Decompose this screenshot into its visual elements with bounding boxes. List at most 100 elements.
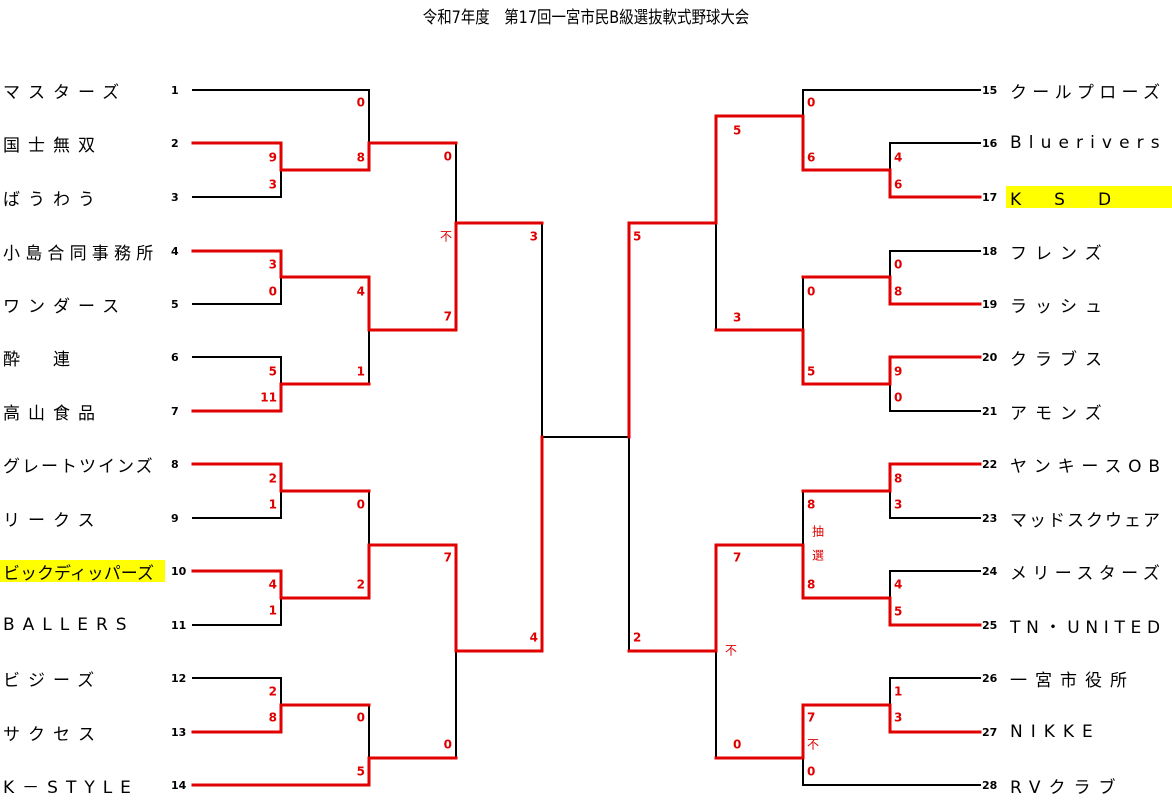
team-name: フレンズ (1010, 243, 1110, 264)
seed-number: 7 (171, 404, 179, 418)
score-label: 0 (357, 711, 365, 725)
team-row: 20 クラブス (980, 346, 1172, 370)
seed-number: 16 (982, 136, 998, 150)
score-label: 1 (269, 604, 277, 618)
seed-number: 11 (171, 618, 187, 632)
score-label: 0 (733, 738, 741, 752)
score-label: 1 (357, 365, 365, 379)
score-label: 2 (269, 472, 277, 486)
score-label: 5 (807, 365, 815, 379)
team-row: K－STYLE 14 (0, 774, 193, 798)
seed-number: 14 (171, 778, 187, 792)
score-label: 0 (894, 391, 902, 405)
score-label: 5 (633, 230, 641, 244)
seed-number: 21 (982, 404, 998, 418)
team-name: アモンズ (1010, 403, 1110, 424)
seed-number: 22 (982, 457, 998, 471)
score-label: 9 (894, 365, 902, 379)
team-name: RVクラブ (1010, 777, 1124, 798)
score-label: 4 (269, 578, 277, 592)
score-label: 5 (269, 365, 277, 379)
team-name: ビックディッパーズ (0, 560, 165, 584)
team-name: K－STYLE (3, 777, 139, 798)
team-row: マスターズ 1 (0, 79, 193, 103)
seed-number: 20 (982, 350, 998, 364)
team-name: マスターズ (3, 82, 128, 103)
seed-number: 26 (982, 671, 998, 685)
seed-number: 1 (171, 83, 179, 97)
score-label: 0 (444, 738, 452, 752)
score-label: 0 (807, 96, 815, 110)
lottery-mark: 抽 (812, 525, 824, 539)
team-row: 高山食品 7 (0, 400, 193, 424)
team-name: ビジーズ (3, 670, 103, 691)
team-name: クラブス (1010, 349, 1110, 370)
seed-number: 2 (171, 136, 179, 150)
seed-number: 4 (171, 244, 179, 258)
score-label: 0 (807, 285, 815, 299)
score-label: 7 (444, 551, 452, 565)
score-label: 8 (894, 472, 902, 486)
team-name: 酔 連 (3, 349, 78, 370)
score-label: 2 (633, 631, 641, 645)
score-label: 0 (894, 258, 902, 272)
bracket-lines (191, 89, 982, 787)
team-row: 小島合同事務所 4 (0, 240, 193, 264)
score-label: 9 (269, 151, 277, 165)
score-label: 0 (357, 498, 365, 512)
seed-number: 10 (171, 564, 187, 578)
score-label: 3 (894, 498, 902, 512)
seed-number: 18 (982, 244, 998, 258)
seed-number: 27 (982, 725, 998, 739)
score-label: 0 (807, 765, 815, 779)
team-row: 19 ラッシュ (980, 293, 1172, 317)
team-row: サクセス 13 (0, 721, 193, 745)
seed-number: 9 (171, 511, 179, 525)
score-label: 5 (894, 605, 902, 619)
seed-number: 17 (982, 190, 998, 204)
score-label: 11 (260, 391, 277, 405)
team-name: ばうわう (3, 189, 103, 210)
team-name: ワンダース (3, 296, 128, 317)
team-name: TN・UNITED (1010, 617, 1166, 638)
seed-number: 23 (982, 511, 998, 525)
score-label: 8 (269, 711, 277, 725)
team-name: クールプローズ (1010, 82, 1166, 103)
team-row: ビックディッパーズ 10 (0, 560, 193, 584)
score-label: 8 (894, 285, 902, 299)
team-name: 高山食品 (3, 403, 103, 424)
team-name: ヤンキースOB (1010, 456, 1167, 477)
seed-number: 15 (982, 83, 998, 97)
team-row: 18 フレンズ (980, 240, 1172, 264)
team-row: 25 TN・UNITED (980, 614, 1172, 638)
seed-number: 25 (982, 618, 998, 632)
score-label: 4 (357, 285, 365, 299)
forfeit-mark: 不 (807, 738, 819, 752)
team-name: ラッシュ (1010, 296, 1110, 317)
team-name: 一宮市役所 (1010, 670, 1135, 691)
seed-number: 13 (171, 725, 187, 739)
team-name: 小島合同事務所 (3, 243, 159, 264)
score-label: 6 (807, 151, 815, 165)
score-label: 4 (894, 151, 902, 165)
score-label: 8 (807, 578, 815, 592)
score-label: 3 (269, 258, 277, 272)
team-row: 15 クールプローズ (980, 79, 1172, 103)
team-name: マッドスクウェア (1010, 510, 1162, 531)
score-label: 3 (894, 711, 902, 725)
team-row: 26 一宮市役所 (980, 667, 1172, 691)
seed-number: 8 (171, 457, 179, 471)
score-label: 2 (357, 578, 365, 592)
score-label: 3 (269, 178, 277, 192)
score-label: 7 (807, 711, 815, 725)
team-name: サクセス (3, 724, 103, 745)
seed-number: 19 (982, 297, 998, 311)
